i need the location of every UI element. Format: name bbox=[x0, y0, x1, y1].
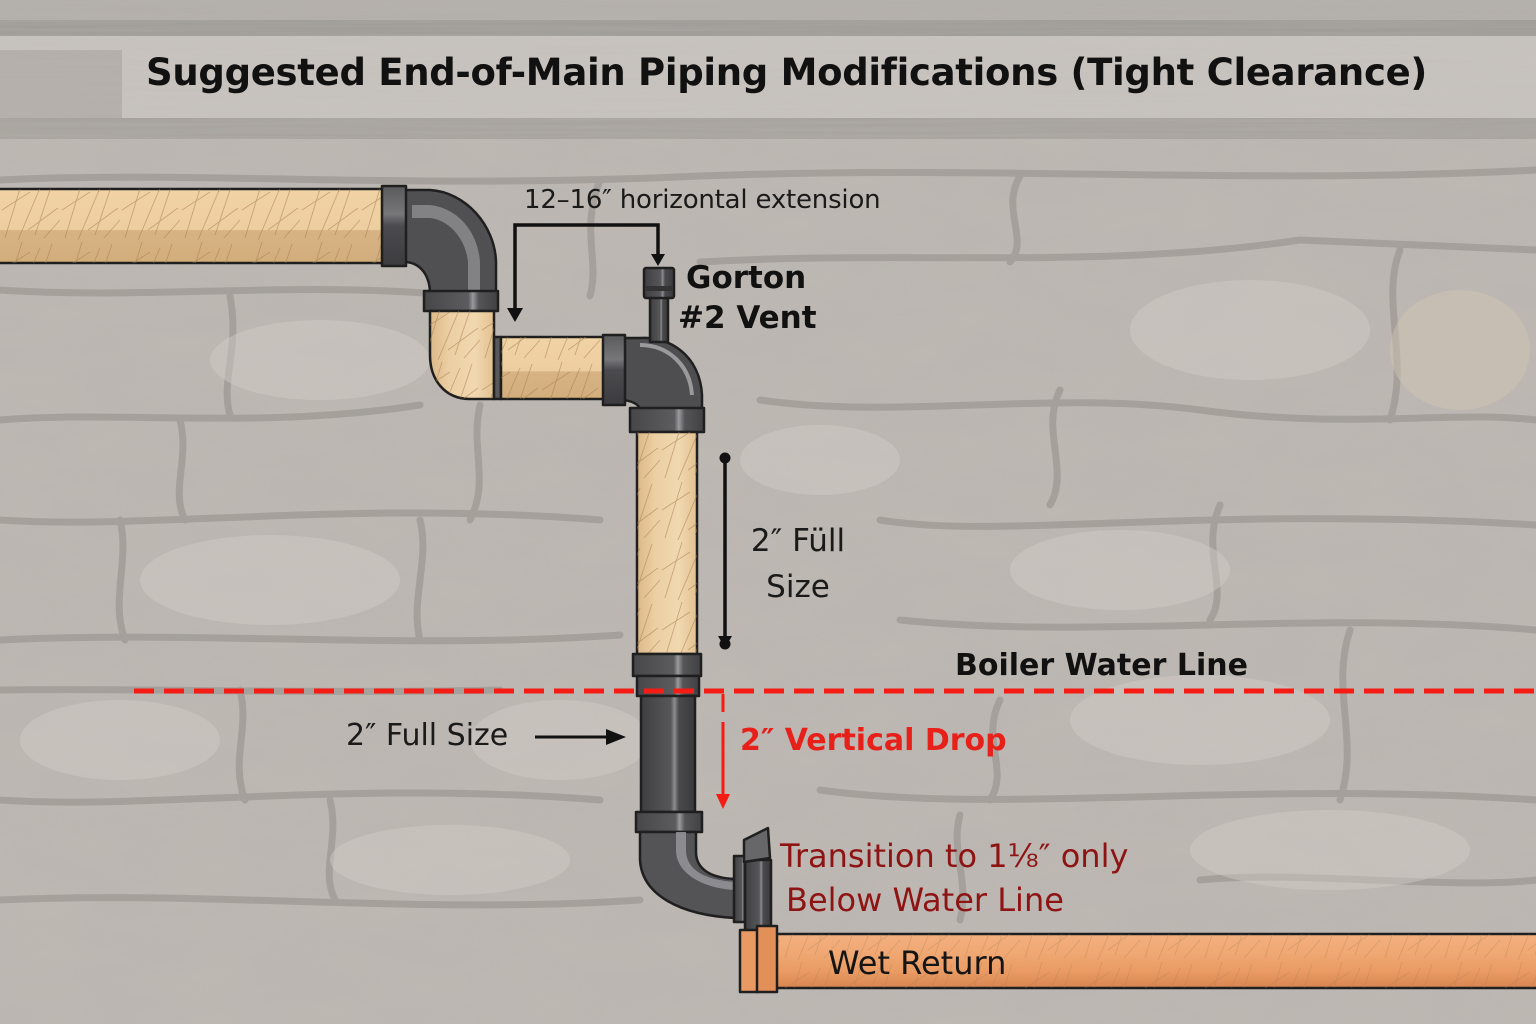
gorton-vent-label-line1: Gorton bbox=[686, 260, 807, 296]
vertical-riser-pipe bbox=[635, 430, 699, 656]
header-board bbox=[0, 0, 1536, 140]
gorton-vent-icon bbox=[642, 266, 676, 344]
bottom-elbow-fitting bbox=[638, 830, 737, 920]
wet-return-label: Wet Return bbox=[828, 944, 1007, 982]
diagram-title: Suggested End-of-Main Piping Modificatio… bbox=[146, 51, 1428, 94]
boiler-water-line-label: Boiler Water Line bbox=[955, 648, 1248, 683]
wet-return-pipe bbox=[738, 924, 1536, 994]
reducer-fitting bbox=[732, 826, 773, 940]
vent-elbow-fitting bbox=[601, 333, 706, 434]
transition-label-line2: Below Water Line bbox=[786, 881, 1064, 919]
offset-elbow-pipe bbox=[428, 309, 503, 401]
extension-arrowhead-right bbox=[651, 254, 665, 266]
extension-arrowhead-left bbox=[507, 308, 523, 322]
vertical-drop-label: 2″ Vertical Drop bbox=[740, 723, 1007, 758]
riser-size-label-line1: 2″ Füll bbox=[750, 523, 846, 559]
horizontal-extension-pipe bbox=[499, 335, 607, 401]
gorton-vent-label: Gorton #2 Vent bbox=[678, 258, 817, 338]
transition-label-line1: Transition to 1⅛″ only bbox=[780, 837, 1129, 875]
riser-size-label-line2: Size bbox=[766, 569, 830, 605]
riser-dimension-line bbox=[718, 452, 732, 650]
riser-size-label: 2″ Füll Size bbox=[728, 518, 868, 610]
horizontal-extension-label: 12–16″ horizontal extension bbox=[524, 185, 881, 215]
extension-bracket-arrow bbox=[513, 223, 660, 312]
vertical-drop-arrow bbox=[716, 694, 730, 809]
top-elbow-fitting bbox=[380, 184, 500, 313]
transition-label: Transition to 1⅛″ only Below Water Line bbox=[780, 834, 1128, 922]
gorton-vent-label-line2: #2 Vent bbox=[678, 300, 817, 336]
drop-pipe bbox=[634, 694, 704, 834]
drop-pipe-size-label: 2″ Full Size bbox=[346, 718, 509, 753]
end-of-main-pipe bbox=[0, 187, 390, 265]
lower-size-pointer-arrow bbox=[535, 729, 626, 745]
